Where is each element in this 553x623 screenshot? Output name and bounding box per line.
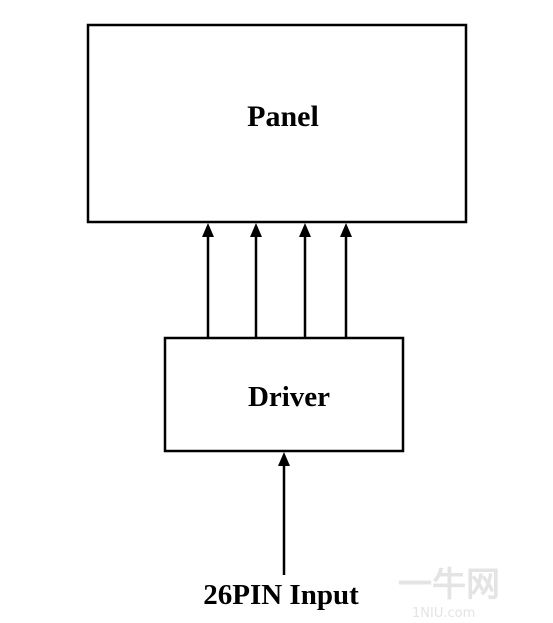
watermark-subtext: 1NIU.com	[412, 606, 475, 621]
panel-block: Panel	[86, 23, 468, 224]
arrow-1	[202, 223, 214, 338]
panel-label: Panel	[247, 100, 319, 133]
driver-label: Driver	[248, 381, 330, 413]
watermark-text: 一牛网	[398, 565, 500, 605]
arrow-4	[340, 223, 352, 338]
arrow-3	[299, 223, 311, 338]
input-label: 26PIN Input	[203, 579, 359, 611]
driver-to-panel-arrows	[202, 223, 352, 338]
driver-block: Driver	[163, 336, 405, 453]
driver-box	[163, 336, 405, 453]
input-arrow	[278, 452, 290, 575]
watermark: 一牛网 1NIU.com	[398, 565, 500, 621]
arrow-2	[250, 223, 262, 338]
panel-box	[86, 23, 468, 224]
